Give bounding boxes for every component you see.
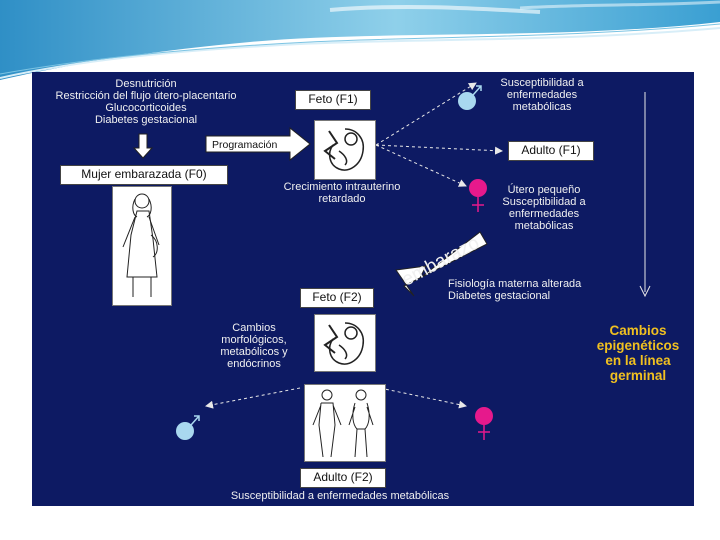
cause-flow-restriction: Restricción del flujo útero-placentario <box>56 90 237 102</box>
mother-f0-box: Mujer embarazada (F0) <box>60 165 228 185</box>
epigenetic-line-2: epigenéticos <box>578 338 698 353</box>
adult-f2-box: Adulto (F2) <box>300 468 386 488</box>
female-f1-line-3: enfermedades <box>509 208 579 220</box>
programming-label: Programación <box>212 139 277 151</box>
fetus-f1-box: Feto (F1) <box>295 90 371 110</box>
fetus-icon <box>314 120 376 180</box>
epigenetic-line-4: germinal <box>578 368 698 383</box>
fetus-f2-box: Feto (F2) <box>300 288 374 308</box>
maternal-line-2: Diabetes gestacional <box>448 290 550 302</box>
changes-line-2: morfológicos, <box>221 334 286 346</box>
down-arrow-icon <box>134 134 152 158</box>
female-f1-line-4: metabólicas <box>515 220 574 232</box>
changes-line-4: endócrinos <box>227 358 281 370</box>
changes-line-1: Cambios <box>232 322 275 334</box>
female-f1-line-1: Útero pequeño <box>508 184 581 196</box>
male-f1-line-3: metabólicas <box>513 101 572 113</box>
cause-glucocorticoids: Glucocorticoides <box>105 102 186 114</box>
iugr-line-1: Crecimiento intrauterino <box>284 181 401 193</box>
changes-line-3: metabólicos y <box>220 346 287 358</box>
epigenetic-line-1: Cambios <box>578 323 698 338</box>
female-symbol-icon <box>469 179 487 212</box>
male-f1-line-2: enfermedades <box>507 89 577 101</box>
adult-f1-box: Adulto (F1) <box>508 141 594 161</box>
male-f1-line-1: Susceptibilidad a <box>500 77 583 89</box>
maternal-line-1: Fisiología materna alterada <box>448 278 581 290</box>
female-symbol-icon <box>475 407 493 440</box>
male-symbol-icon <box>458 86 481 110</box>
male-symbol-icon <box>176 416 199 440</box>
adult-man-woman-icon <box>304 384 386 462</box>
epigenetic-label: Cambios epigenéticos en la línea germina… <box>578 323 698 383</box>
female-f1-line-2: Susceptibilidad a <box>502 196 585 208</box>
iugr-line-2: retardado <box>318 193 365 205</box>
cause-malnutrition: Desnutrición <box>115 78 176 90</box>
cause-gestational-diabetes: Diabetes gestacional <box>95 114 197 126</box>
pregnant-woman-icon <box>112 186 172 306</box>
bottom-susceptibility-label: Susceptibilidad a enfermedades metabólic… <box>231 490 449 502</box>
epigenetic-line-3: en la línea <box>578 353 698 368</box>
fetus-icon <box>314 314 376 372</box>
